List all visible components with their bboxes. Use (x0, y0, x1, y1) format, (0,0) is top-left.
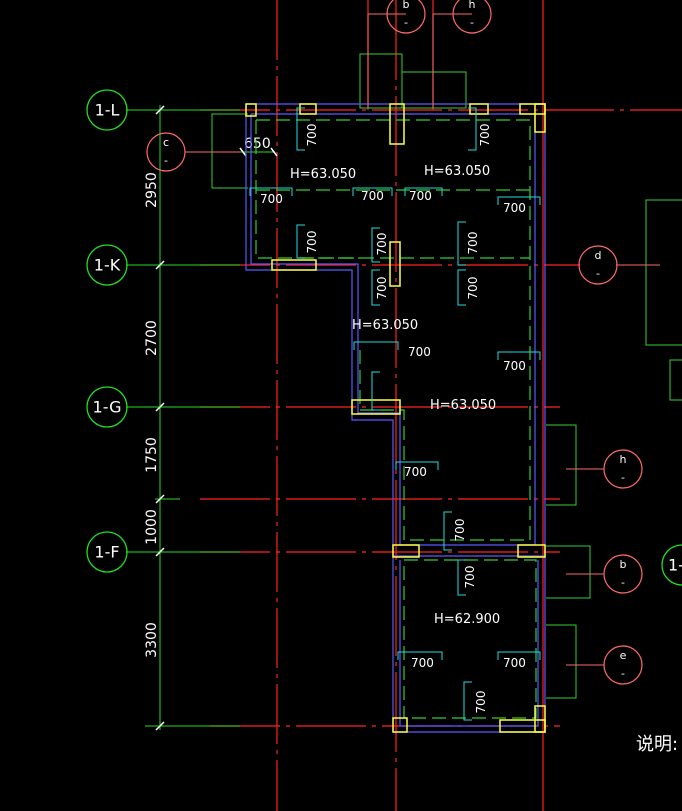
axis-bubble-right-partial[interactable]: 1- (661, 544, 682, 586)
detail-callout-h-top[interactable]: h - (452, 0, 492, 34)
green-outlines (211, 53, 682, 699)
detail-sub: - (621, 667, 625, 680)
beam-label: 700 (503, 656, 526, 670)
detail-callout-c[interactable]: c - (146, 132, 186, 172)
dimension-text: 1750 (144, 437, 160, 473)
elevation-label: H=63.050 (430, 398, 496, 413)
dimension-ticks (155, 105, 165, 731)
beam-label: 700 (474, 691, 488, 714)
beam-label: 700 (466, 277, 480, 300)
axis-label: 1-F (94, 543, 119, 562)
beam-brackets (249, 107, 541, 721)
axis-dimension-lines (126, 105, 240, 730)
elevation-label: H=63.050 (352, 318, 418, 333)
detail-letter: h (469, 0, 476, 11)
elevation-labels: H=63.050 H=63.050 H=63.050 H=63.050 H=62… (290, 164, 500, 627)
beam-label: 700 (478, 124, 492, 147)
detail-sub: - (621, 576, 625, 589)
detail-sub: - (596, 267, 600, 280)
beam-label: 700 (411, 656, 434, 670)
beam-label: 700 (404, 465, 427, 479)
beam-label: 700 (361, 189, 384, 203)
detail-sub: - (404, 16, 408, 29)
columns (245, 103, 546, 733)
detail-connectors (185, 13, 660, 666)
elevation-label: H=63.050 (290, 167, 356, 182)
detail-sub: - (470, 16, 474, 29)
beam-label: 700 (260, 192, 283, 206)
beam-label: 700 (466, 232, 480, 255)
detail-callout-b-right[interactable]: b - (603, 554, 643, 594)
detail-callout-h-right[interactable]: h - (603, 449, 643, 489)
beam-label: 700 (453, 519, 467, 542)
detail-callout-e[interactable]: e - (603, 645, 643, 685)
elevation-label: H=63.050 (424, 164, 490, 179)
detail-letter: e (620, 649, 627, 662)
slab-dashed-edges (255, 119, 537, 719)
axis-bubble-1-L[interactable]: 1-L (86, 89, 128, 131)
dimension-text: 3300 (144, 622, 160, 658)
beam-label: 700 (503, 201, 526, 215)
beam-label: 700 (463, 566, 477, 589)
axis-bubble-1-F[interactable]: 1-F (86, 531, 128, 573)
axis-bubble-1-G[interactable]: 1-G (86, 386, 128, 428)
beam-labels: 700 700 700 700 700 700 700 700 700 700 … (260, 124, 526, 714)
beam-label: 700 (305, 124, 319, 147)
dimension-texts: 2950 2700 1750 1000 3300 (144, 172, 160, 658)
beam-label: 700 (409, 189, 432, 203)
axis-label: 1- (668, 556, 682, 575)
detail-sub: - (164, 154, 168, 167)
detail-letter: b (620, 558, 627, 571)
beam-label: 700 (375, 233, 389, 256)
elevation-label: H=62.900 (434, 612, 500, 627)
detail-letter: h (620, 453, 627, 466)
detail-sub: - (621, 471, 625, 484)
beam-label: 700 (408, 345, 431, 359)
dimension-text: 2950 (144, 172, 160, 208)
axis-bubble-1-K[interactable]: 1-K (86, 244, 128, 286)
beam-label: 700 (503, 359, 526, 373)
axis-label: 1-L (95, 101, 120, 120)
note-label: 说明: (636, 734, 678, 755)
detail-letter: b (403, 0, 410, 11)
detail-letter: d (595, 249, 602, 262)
dimension-text: 1000 (144, 509, 160, 545)
dimension-text-650: 650 (244, 136, 271, 152)
detail-callout-d[interactable]: d - (578, 245, 618, 285)
dimension-text: 2700 (144, 320, 160, 356)
beam-label: 700 (375, 277, 389, 300)
detail-callout-b-top[interactable]: b - (386, 0, 426, 34)
axis-label: 1-G (93, 398, 122, 417)
axis-label: 1-K (94, 256, 121, 275)
beam-label: 700 (305, 231, 319, 254)
grid-lines-vertical (276, 0, 544, 811)
detail-letter: c (163, 136, 169, 149)
